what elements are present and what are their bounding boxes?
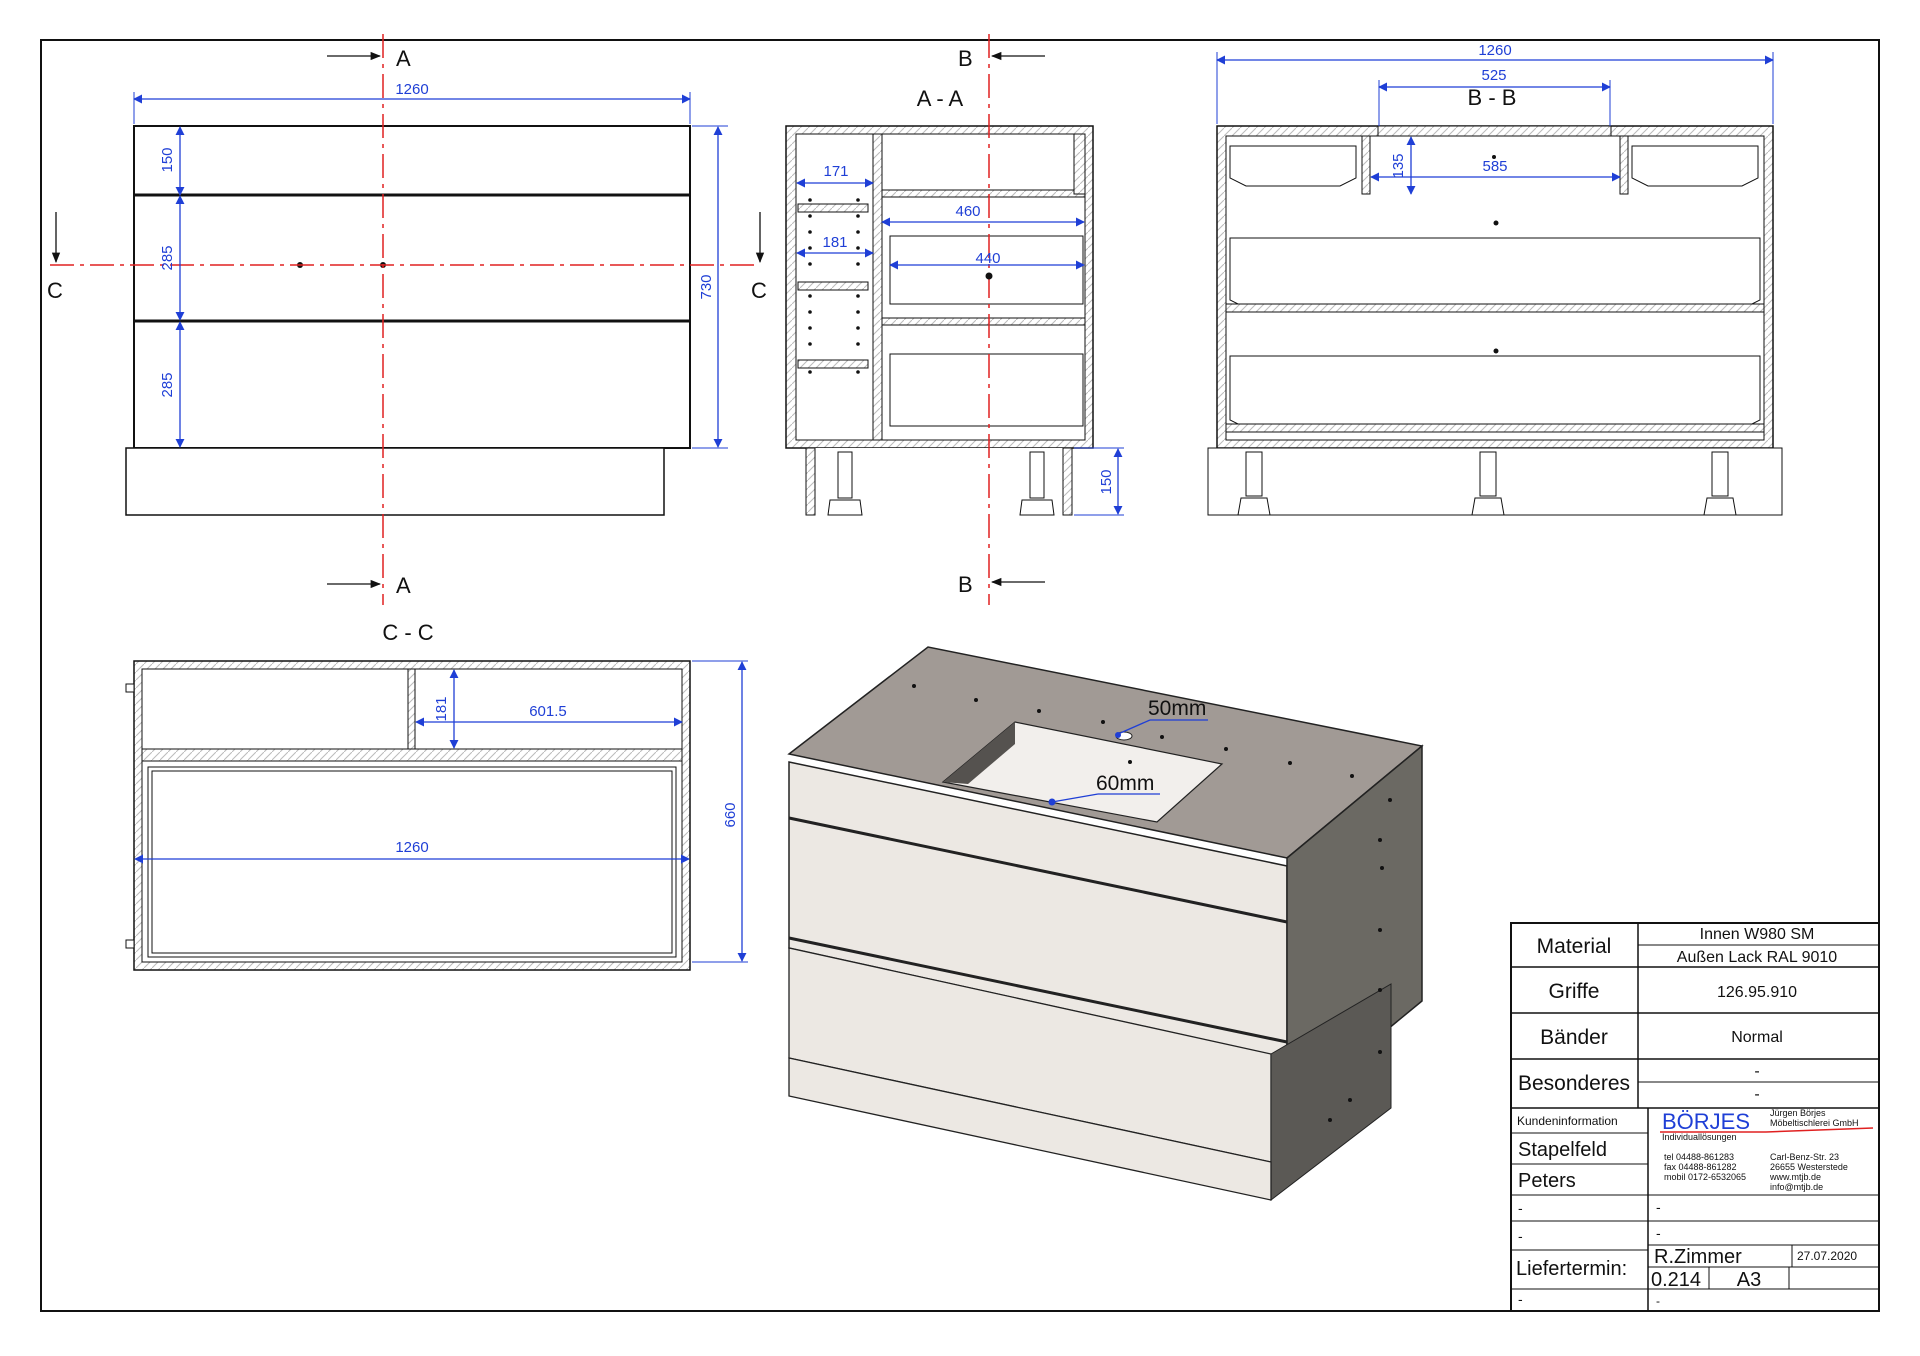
title-block-text: Material Innen W980 SM Außen Lack RAL 90…	[1516, 926, 1859, 1308]
tb-room: R.Zimmer	[1654, 1246, 1742, 1268]
section-cc-view: C - C 181 601.5 1260 660	[125, 620, 748, 971]
tb-customer-1: Stapelfeld	[1518, 1139, 1607, 1161]
callout-cutout-60mm: 60mm	[1096, 772, 1154, 795]
section-cc-title: C - C	[382, 620, 433, 645]
tb-date: 27.07.2020	[1797, 1249, 1857, 1263]
company-fax: fax 04488-861282	[1664, 1162, 1737, 1172]
dim-front-width: 1260	[395, 81, 428, 98]
dim-bb-135: 135	[1390, 153, 1407, 178]
company-mail: info@mtjb.de	[1770, 1182, 1823, 1192]
tb-besonderes-2: -	[1754, 1086, 1759, 1103]
company-web: www.mtjb.de	[1769, 1172, 1821, 1182]
front-view: 1260 150 285 285 730 A A C C	[47, 34, 767, 605]
dim-bb-1260: 1260	[1478, 42, 1511, 59]
dim-aa-460: 460	[955, 203, 980, 220]
section-mark-c-left: C	[47, 278, 63, 303]
company-owner-2: Möbeltischlerei GmbH	[1770, 1118, 1859, 1128]
tb-material-outer: Außen Lack RAL 9010	[1677, 949, 1838, 966]
dim-bb-525: 525	[1481, 67, 1506, 84]
tb-material-inner: Innen W980 SM	[1700, 926, 1815, 943]
section-mark-b-bottom: B	[958, 572, 973, 597]
tb-dash-left-2: -	[1518, 1228, 1523, 1244]
section-aa-title: A - A	[917, 86, 964, 111]
section-mark-a-bottom: A	[396, 573, 411, 598]
dim-cc-6015: 601.5	[529, 703, 567, 720]
dim-aa-171: 171	[823, 163, 848, 180]
tb-format: A3	[1737, 1269, 1761, 1291]
dim-front-total: 730	[698, 274, 715, 299]
company-owner-1: Jürgen Börjes	[1770, 1108, 1826, 1118]
dim-bb-585: 585	[1482, 158, 1507, 175]
dim-cc-1260: 1260	[395, 839, 428, 856]
isometric-view: 50mm 60mm	[787, 646, 1424, 1202]
tb-number: 0.214	[1651, 1269, 1701, 1291]
drawing-frame	[40, 39, 1880, 1312]
dim-cc-181: 181	[433, 696, 450, 721]
company-tagline: Individuallösungen	[1662, 1132, 1737, 1142]
callout-hole-50mm: 50mm	[1148, 697, 1206, 720]
tb-dash-bottom: -	[1656, 1294, 1660, 1308]
dim-aa-440: 440	[975, 250, 1000, 267]
tb-baender-value: Normal	[1731, 1029, 1783, 1046]
section-aa-view: A - A 171 181 460 440	[785, 34, 1124, 605]
company-city: 26655 Westerstede	[1770, 1162, 1848, 1172]
section-mark-c-right: C	[751, 278, 767, 303]
tb-material-label: Material	[1537, 935, 1612, 958]
section-mark-b-top: B	[958, 46, 973, 71]
company-logo: BÖRJES	[1662, 1109, 1750, 1134]
company-tel: tel 04488-861283	[1664, 1152, 1734, 1162]
dim-front-h2: 285	[159, 245, 176, 270]
tb-besonderes-label: Besonderes	[1518, 1072, 1630, 1095]
tb-dash-right-2: -	[1656, 1225, 1661, 1241]
tb-baender-label: Bänder	[1540, 1026, 1608, 1049]
dim-cc-660: 660	[722, 802, 739, 827]
dim-front-h1: 150	[159, 147, 176, 172]
tb-liefertermin-label: Liefertermin:	[1516, 1258, 1627, 1280]
dim-aa-150: 150	[1098, 469, 1115, 494]
section-mark-a-top: A	[396, 46, 411, 71]
tb-dash-left-3: -	[1518, 1291, 1523, 1307]
dim-aa-181: 181	[822, 234, 847, 251]
tb-customer-info-label: Kundeninformation	[1517, 1114, 1618, 1128]
tb-dash-right-1: -	[1656, 1199, 1661, 1215]
tb-griffe-label: Griffe	[1549, 980, 1600, 1003]
section-bb-view: B - B 1260 525 135 585	[1207, 42, 1783, 516]
company-mobil: mobil 0172-6532065	[1664, 1172, 1746, 1182]
title-block	[1510, 922, 1880, 1312]
tb-griffe-value: 126.95.910	[1717, 984, 1797, 1001]
dim-front-h3: 285	[159, 372, 176, 397]
tb-besonderes-1: -	[1754, 1063, 1759, 1080]
section-bb-title: B - B	[1468, 85, 1517, 110]
tb-dash-left-1: -	[1518, 1200, 1523, 1216]
company-street: Carl-Benz-Str. 23	[1770, 1152, 1839, 1162]
tb-customer-2: Peters	[1518, 1170, 1576, 1192]
